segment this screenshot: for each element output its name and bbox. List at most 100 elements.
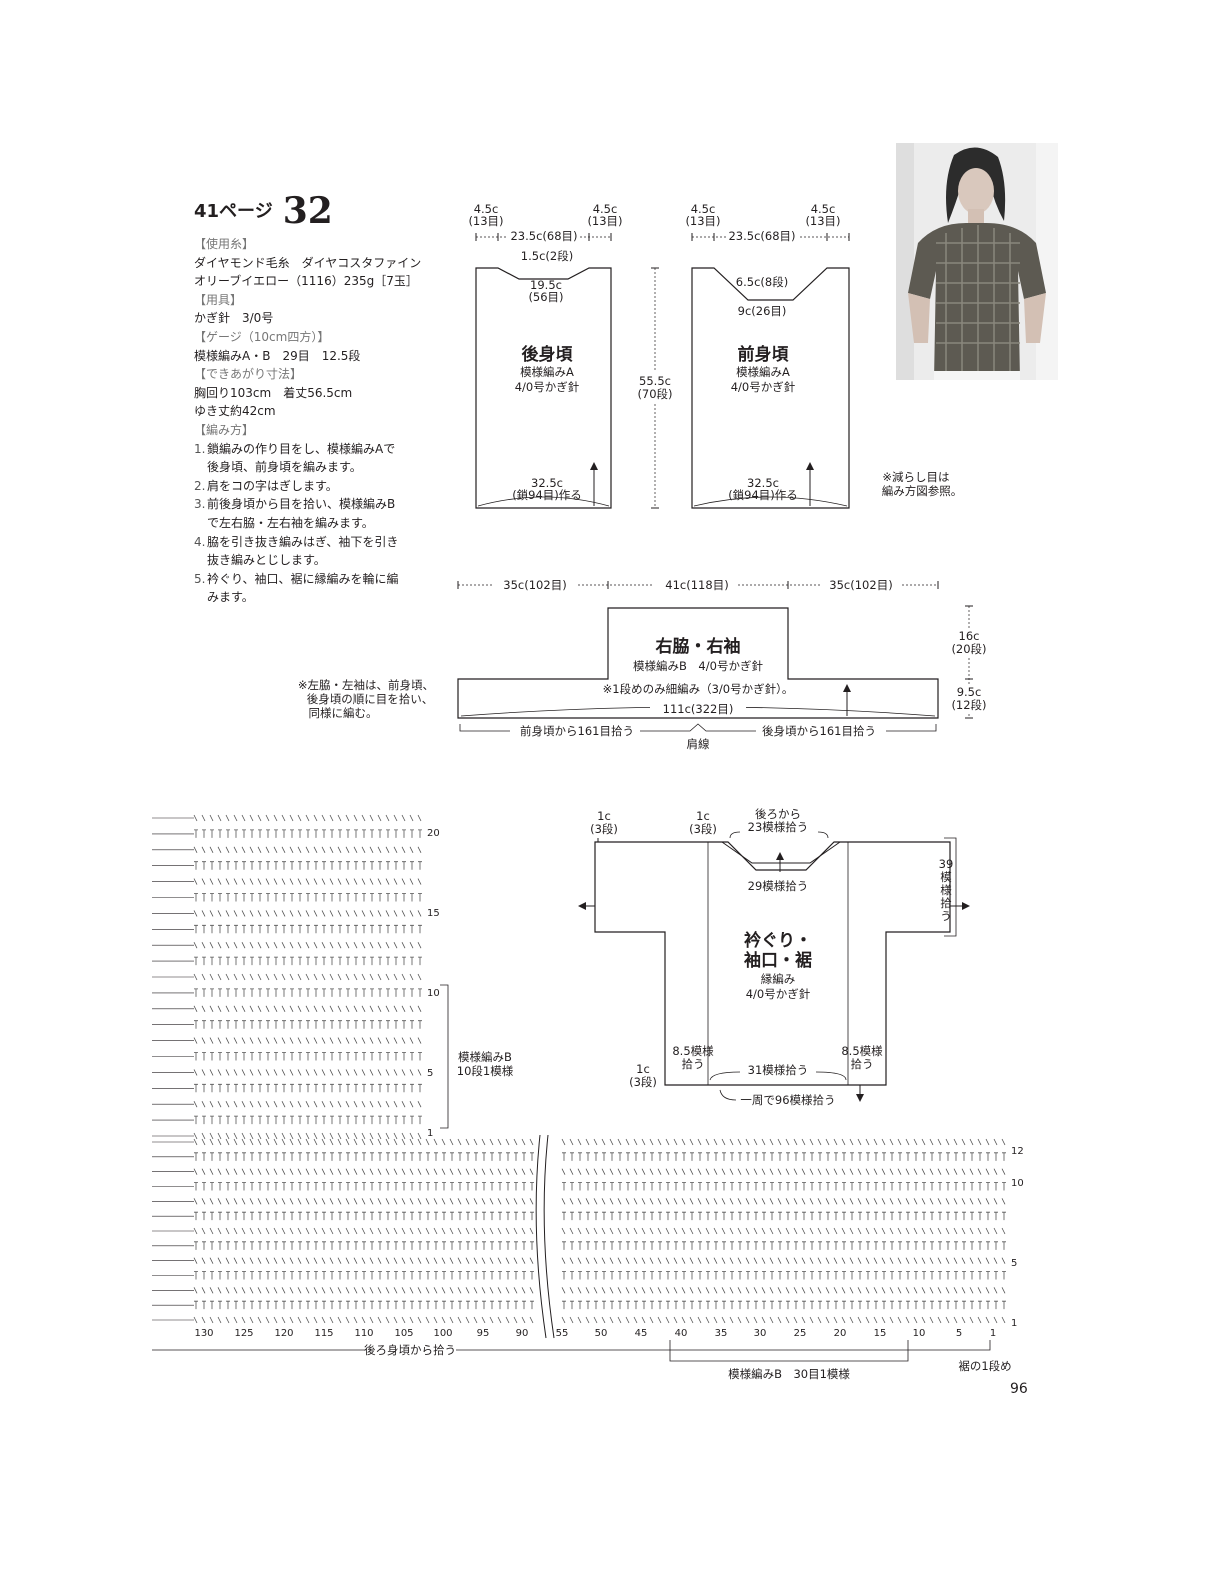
hem-height: 1c bbox=[636, 1062, 650, 1076]
stitch-row bbox=[193, 1005, 422, 1012]
sleeve-pick-1: 39 bbox=[939, 857, 954, 871]
stitch-row bbox=[193, 846, 422, 853]
stitch-row bbox=[194, 1182, 1006, 1191]
sleeve-pattern: 模様編みB 4/0号かぎ針 bbox=[633, 659, 763, 673]
stitch-chart-lower bbox=[152, 1134, 1006, 1339]
column-label: 55 bbox=[556, 1328, 569, 1339]
column-label: 130 bbox=[194, 1328, 213, 1339]
stitch-row bbox=[193, 814, 422, 822]
gauge-line: 模様編みA・B 29目 12.5段 bbox=[194, 348, 361, 363]
pick-from-back-body: 後ろ身頃から拾う bbox=[364, 1343, 456, 1357]
lower-row-label: 10 bbox=[1011, 1178, 1024, 1189]
stitch-row bbox=[193, 1037, 422, 1044]
back-hook: 4/0号かぎ針 bbox=[515, 380, 580, 394]
stitch-row bbox=[194, 988, 422, 997]
upper-row-label: 10 bbox=[427, 988, 440, 999]
back-shoulder-right-st: (13目) bbox=[587, 214, 622, 228]
edging-title-1: 衿ぐり・ bbox=[744, 930, 812, 951]
step-text: 衿ぐり、袖口、裾に縁編みを輪に編みます。 bbox=[207, 571, 399, 605]
column-label: 10 bbox=[913, 1328, 926, 1339]
back-neck-width: 23.5c(68目) bbox=[510, 229, 577, 243]
column-label: 95 bbox=[477, 1328, 490, 1339]
upper-row-label: 5 bbox=[427, 1068, 433, 1079]
stitch-row bbox=[193, 973, 422, 981]
stitch-row bbox=[193, 1138, 1006, 1146]
sleeve-pick-4: 拾 bbox=[940, 896, 952, 910]
decrease-note-1: ※減らし目は bbox=[882, 470, 949, 484]
stitch-row bbox=[194, 893, 422, 902]
front-pattern: 模様編みA bbox=[736, 365, 790, 379]
hem-right-pick: 8.5模様 bbox=[841, 1044, 883, 1058]
sleeve-height-1-rows: (20段) bbox=[951, 642, 986, 656]
stitch-row bbox=[194, 1241, 1006, 1250]
stitch-row bbox=[193, 1198, 1006, 1205]
column-label: 40 bbox=[675, 1328, 688, 1339]
front-hem-st: (鎖94目)作る bbox=[728, 488, 798, 502]
column-label: 105 bbox=[394, 1328, 413, 1339]
size-line-2: ゆき丈約42cm bbox=[194, 404, 276, 419]
neck-front-pick: 29模様拾う bbox=[748, 879, 809, 893]
size-heading: 【できあがり寸法】 bbox=[194, 367, 303, 382]
stitch-chart-upper bbox=[152, 814, 422, 1140]
method-step: 2.肩をコの字はぎします。 bbox=[194, 477, 454, 496]
column-label: 30 bbox=[754, 1328, 767, 1339]
column-label: 120 bbox=[274, 1328, 293, 1339]
stitch-row bbox=[194, 1271, 1006, 1280]
neck-back-1: 後ろから bbox=[755, 807, 801, 821]
neck-height-rows: (3段) bbox=[689, 822, 717, 836]
page-reference: 41ページ bbox=[194, 201, 273, 222]
stitch-row bbox=[194, 1083, 422, 1093]
column-label: 25 bbox=[794, 1328, 807, 1339]
column-label: 5 bbox=[956, 1328, 962, 1339]
stitch-row bbox=[193, 1227, 1006, 1235]
lower-row-label: 1 bbox=[1011, 1318, 1017, 1329]
method-step: 1.鎖編みの作り目をし、模様編みAで後身頃、前身頃を編みます。 bbox=[194, 440, 454, 477]
front-neck-depth: 6.5c(8段) bbox=[736, 275, 788, 289]
back-neck-base: 19.5c bbox=[530, 278, 562, 292]
sleeve-note: ※1段めのみ細編み（3/0号かぎ針）。 bbox=[603, 682, 794, 696]
column-label: 110 bbox=[354, 1328, 373, 1339]
hem-right-pick-2: 拾う bbox=[851, 1057, 874, 1071]
pattern-repeat-label: 模様編みB 30目1模様 bbox=[728, 1367, 850, 1381]
stitch-row bbox=[194, 924, 422, 934]
stitch-row bbox=[193, 910, 422, 917]
page-number: 96 bbox=[1010, 1381, 1028, 1397]
step-number: 3. bbox=[194, 497, 206, 512]
lower-row-label: 12 bbox=[1011, 1146, 1024, 1157]
neck-back-2: 23模様拾う bbox=[748, 820, 809, 834]
back-hem-st: (鎖94目)作る bbox=[512, 488, 582, 502]
chart-break-mark bbox=[535, 1134, 555, 1339]
stitch-row bbox=[194, 1115, 422, 1125]
column-label: 35 bbox=[715, 1328, 728, 1339]
stitch-row bbox=[193, 942, 422, 949]
method-steps: 1.鎖編みの作り目をし、模様編みAで後身頃、前身頃を編みます。2.肩をコの字はぎ… bbox=[194, 440, 454, 607]
column-label: 125 bbox=[234, 1328, 253, 1339]
pick-from-back: 後身頃から161目拾う bbox=[762, 724, 876, 738]
column-label: 50 bbox=[595, 1328, 608, 1339]
stitch-row bbox=[193, 1069, 422, 1076]
stitch-row bbox=[194, 861, 422, 870]
left-side-note-3: 同様に編む。 bbox=[309, 706, 378, 720]
back-pattern: 模様編みA bbox=[520, 365, 574, 379]
column-label: 100 bbox=[433, 1328, 452, 1339]
step-number: 4. bbox=[194, 534, 206, 549]
method-step: 4.脇を引き抜き編みはぎ、袖下を引き抜き編みとじします。 bbox=[194, 533, 454, 570]
gauge-heading: 【ゲージ（10cm四方）】 bbox=[194, 329, 330, 344]
body-length: 55.5c bbox=[639, 374, 671, 388]
repeat-bracket-label-2: 10段1模様 bbox=[457, 1064, 514, 1078]
sleeve-width-3: 35c(102目) bbox=[829, 578, 892, 592]
front-shoulder-right-st: (13目) bbox=[805, 214, 840, 228]
front-shoulder-left: 4.5c bbox=[691, 202, 716, 216]
edging-diagram: 1c (3段) 1c (3段) 後ろから 23模様拾う 29模様拾う 39 模 … bbox=[578, 807, 970, 1107]
method-heading: 【編み方】 bbox=[194, 422, 255, 437]
sleeve-width-2: 41c(118目) bbox=[665, 578, 728, 592]
stitch-row bbox=[194, 1020, 422, 1029]
stitch-row bbox=[194, 1211, 1006, 1221]
column-label: 90 bbox=[516, 1328, 529, 1339]
stitch-row bbox=[194, 829, 422, 838]
column-label: 15 bbox=[874, 1328, 887, 1339]
back-neck-depth: 1.5c(2段) bbox=[521, 249, 573, 263]
sleeve-height-2-rows: (12段) bbox=[951, 698, 986, 712]
